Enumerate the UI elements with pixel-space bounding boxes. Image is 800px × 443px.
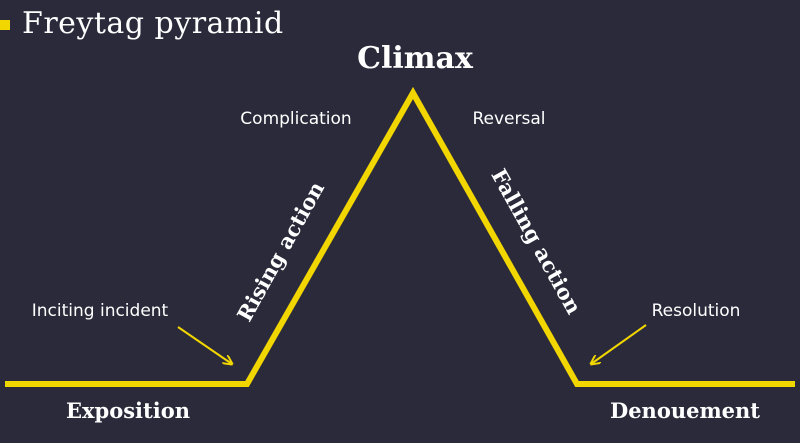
exposition-label: Exposition [66,398,190,423]
climax-label: Climax [357,41,474,76]
denouement-label: Denouement [610,398,760,423]
pyramid-line [5,86,795,387]
inciting-incident-arrow [177,326,232,364]
complication-label: Complication [240,109,351,129]
inciting-incident-label: Inciting incident [32,301,169,321]
resolution-label: Resolution [652,301,741,321]
falling-action-label: Falling action [486,164,586,318]
page-title: Freytag pyramid [22,6,284,41]
title-marker [0,20,10,30]
resolution-arrow [591,324,647,364]
rising-action-label: Rising action [232,177,329,325]
reversal-label: Reversal [472,109,545,129]
